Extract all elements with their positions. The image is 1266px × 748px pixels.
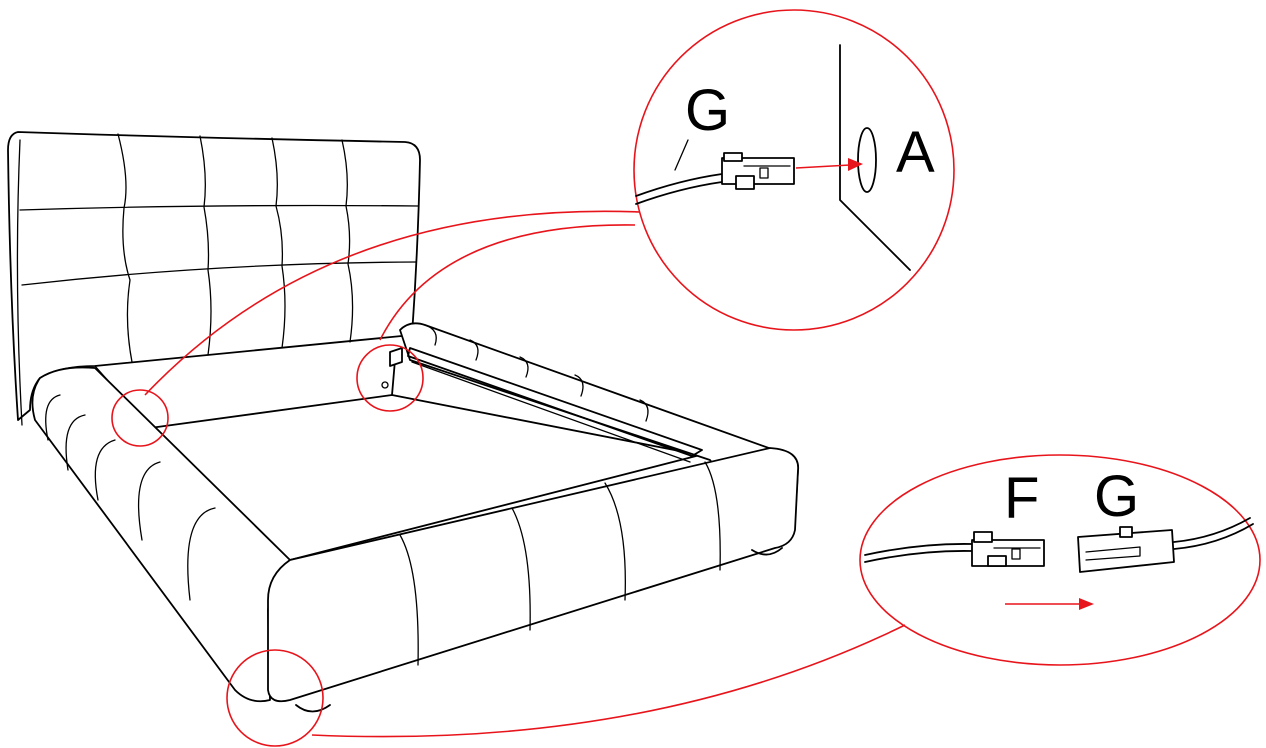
label-connector-f: F bbox=[1004, 466, 1039, 531]
left-side-rail bbox=[31, 366, 291, 703]
detail-ellipse-connection bbox=[859, 454, 1261, 666]
detail-circle-rail-bracket bbox=[356, 344, 424, 412]
foot-front bbox=[295, 704, 331, 713]
detail-circle-socket bbox=[633, 9, 955, 331]
detail-circle-left-joint bbox=[111, 389, 169, 447]
connector-g-top bbox=[721, 152, 795, 190]
label-socket-a: A bbox=[896, 120, 935, 185]
footboard bbox=[267, 447, 799, 703]
detail-circle-foot bbox=[226, 649, 324, 747]
label-connector-g-right: G bbox=[1094, 464, 1139, 529]
connector-f bbox=[971, 531, 1045, 567]
detail-view-connection: F G bbox=[859, 454, 1261, 666]
mattress-platform bbox=[149, 394, 701, 561]
detail-view-socket: G A bbox=[633, 9, 955, 331]
connector-g-right bbox=[1077, 526, 1175, 573]
socket-hole bbox=[857, 127, 877, 193]
bed-illustration bbox=[7, 131, 800, 713]
foot-back bbox=[751, 547, 783, 556]
label-connector-g-top: G bbox=[685, 78, 730, 143]
callout-leaders bbox=[144, 210, 906, 738]
